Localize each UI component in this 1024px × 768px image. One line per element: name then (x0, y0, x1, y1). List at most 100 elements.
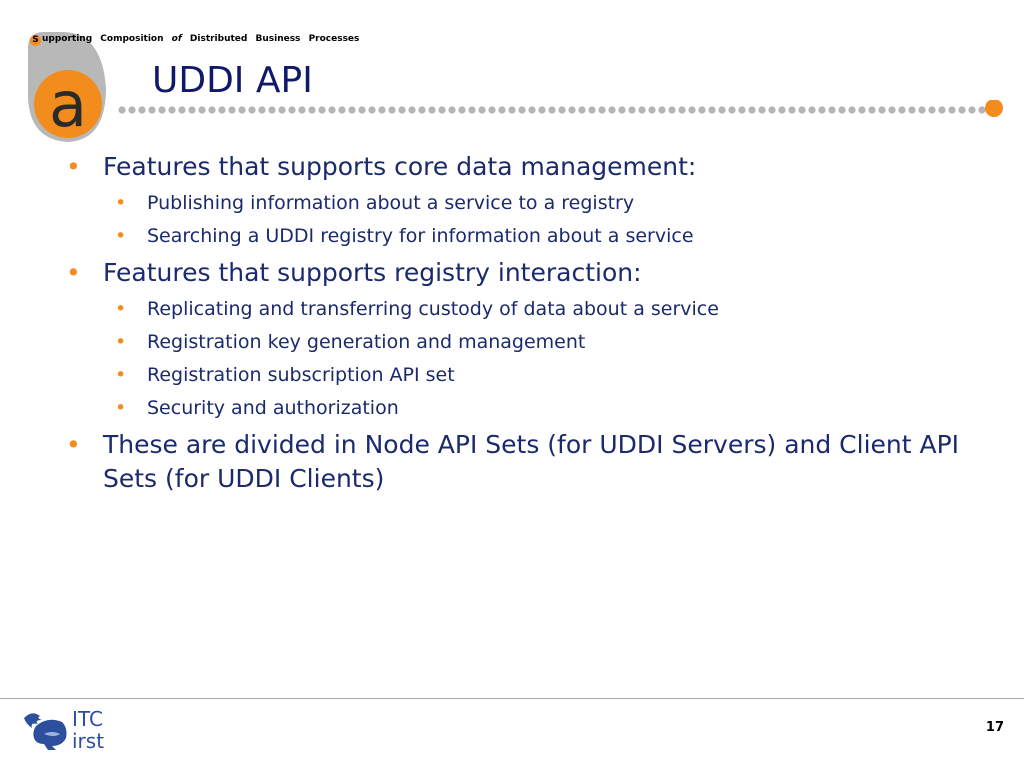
divider-dot (668, 106, 676, 114)
divider-dot (378, 106, 386, 114)
winged-lion-icon (24, 713, 67, 750)
divider-dot (958, 106, 966, 114)
divider-dot (428, 106, 436, 114)
sub-bullet-text: Publishing information about a service t… (147, 192, 635, 214)
divider-dot (748, 106, 756, 114)
divider-dot (558, 106, 566, 114)
divider-dot (308, 106, 316, 114)
divider-dot (678, 106, 686, 114)
page-number: 17 (985, 720, 1004, 735)
divider-dot (868, 106, 876, 114)
divider-dot (218, 106, 226, 114)
divider-dot (368, 106, 376, 114)
org-logo: ITC irst (24, 707, 104, 753)
bullet-dot-icon: • (66, 258, 81, 287)
project-logo: a (28, 32, 106, 142)
divider-dot (118, 106, 126, 114)
divider-dot (408, 106, 416, 114)
divider-dot (248, 106, 256, 114)
divider-dot (438, 106, 446, 114)
divider-dot (238, 106, 246, 114)
divider-dot (858, 106, 866, 114)
tagline-word: Composition (100, 34, 164, 44)
bullet-item: • Features that supports registry intera… (60, 256, 980, 422)
bullet-dot-icon: • (66, 430, 81, 459)
divider-dot (488, 106, 496, 114)
divider-dot (788, 106, 796, 114)
divider-dot (838, 106, 846, 114)
bullet-dot-icon: • (115, 364, 127, 386)
divider-dot (938, 106, 946, 114)
divider-dot (298, 106, 306, 114)
bullet-text: Features that supports registry interact… (103, 258, 642, 287)
org-logo-line2: irst (72, 729, 104, 753)
divider-dot (268, 106, 276, 114)
divider-dot (228, 106, 236, 114)
tagline-word: Distributed (189, 34, 248, 44)
bullet-item: • Features that supports core data manag… (60, 150, 980, 250)
divider-dot (128, 106, 136, 114)
divider-dot (718, 106, 726, 114)
divider-dot (848, 106, 856, 114)
bullet-dot-icon: • (115, 192, 127, 214)
dotted-divider (118, 100, 1003, 117)
divider-dot (808, 106, 816, 114)
divider-dot (148, 106, 156, 114)
divider-dot (598, 106, 606, 114)
divider-dot (288, 106, 296, 114)
divider-dot (208, 106, 216, 114)
sub-bullet-item: • Security and authorization (60, 395, 980, 422)
org-logo-line1: ITC (72, 707, 103, 731)
bullet-text: These are divided in Node API Sets (for … (103, 430, 960, 493)
divider-dot (418, 106, 426, 114)
divider-dot (728, 106, 736, 114)
divider-dot (528, 106, 536, 114)
bullet-dot-icon: • (115, 225, 127, 247)
sub-bullet-text: Replicating and transferring custody of … (147, 298, 719, 320)
divider-dot (828, 106, 836, 114)
divider-dot (818, 106, 826, 114)
tagline-initial: S (30, 35, 41, 46)
divider-dot (948, 106, 956, 114)
divider-dot (198, 106, 206, 114)
divider-dot (348, 106, 356, 114)
bullet-dot-icon: • (115, 397, 127, 419)
divider-dot (158, 106, 166, 114)
divider-dot (398, 106, 406, 114)
sub-bullet-item: •Registration key generation and managem… (60, 329, 980, 356)
divider-dot (138, 106, 146, 114)
divider-dot (758, 106, 766, 114)
divider-dot (188, 106, 196, 114)
bullet-dot-icon: • (66, 152, 81, 181)
sub-bullet-item: •Searching a UDDI registry for informati… (60, 223, 980, 250)
divider-dot (708, 106, 716, 114)
logo-letter: a (49, 68, 87, 141)
divider-dot (608, 106, 616, 114)
divider-dot (878, 106, 886, 114)
divider-dot (798, 106, 806, 114)
divider-dot (318, 106, 326, 114)
divider-dot (658, 106, 666, 114)
tagline-word: Processes (308, 34, 360, 44)
divider-dot (468, 106, 476, 114)
divider-dot (778, 106, 786, 114)
divider-dot (588, 106, 596, 114)
divider-dot (898, 106, 906, 114)
divider-dot (618, 106, 626, 114)
divider-dot (908, 106, 916, 114)
sub-bullet-text: Registration subscription API set (147, 364, 455, 386)
sub-bullet-item: • Registration subscription API set (60, 362, 980, 389)
bullet-dot-icon: • (115, 331, 127, 353)
divider-dot (918, 106, 926, 114)
divider-dot (258, 106, 266, 114)
divider-dot (688, 106, 696, 114)
divider-dot (968, 106, 976, 114)
divider-dot (478, 106, 486, 114)
divider-dot (458, 106, 466, 114)
divider-dot (328, 106, 336, 114)
bullet-dot-icon: • (115, 298, 127, 320)
tagline-word: Business (255, 34, 301, 44)
sub-bullet-text: Security and authorization (147, 397, 399, 419)
slide-title: UDDI API (152, 60, 313, 101)
